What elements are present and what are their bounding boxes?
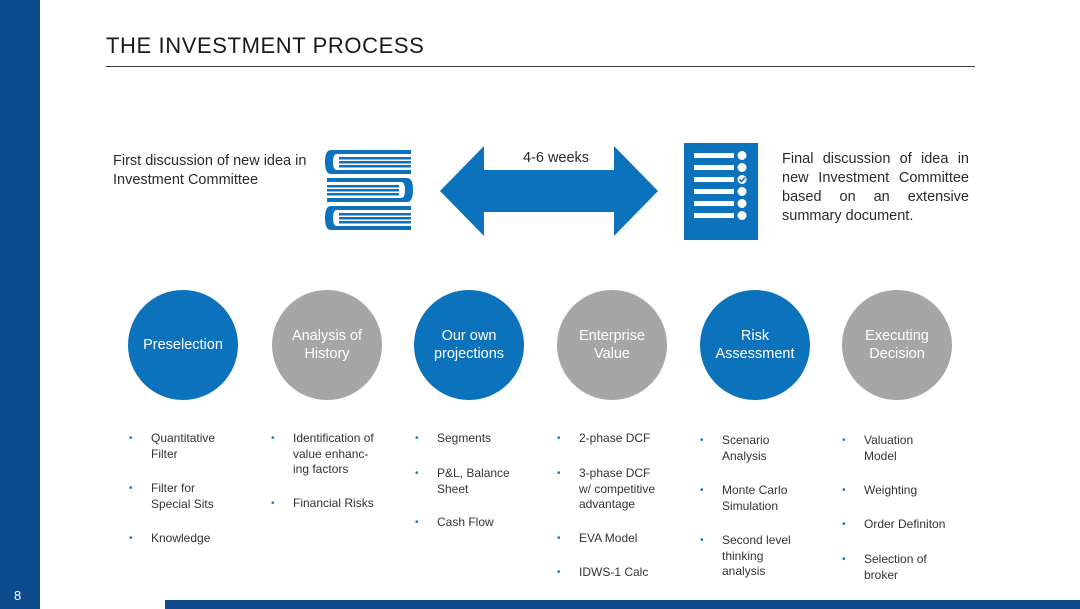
list-item: Knowledge	[129, 531, 261, 547]
step-executing-decision: Executing Decision	[842, 290, 952, 400]
title-divider	[106, 66, 975, 67]
duration-label: 4-6 weeks	[522, 150, 590, 166]
step-risk-assessment: Risk Assessment	[700, 290, 810, 400]
step-enterprise-value: Enterprise Value	[557, 290, 667, 400]
bottom-accent-bar	[165, 600, 1080, 609]
final-discussion-text: Final discussion of idea in new Investme…	[782, 151, 969, 224]
step-label: Our own projections	[433, 328, 505, 362]
step-label: Enterprise Value	[578, 328, 646, 362]
step-label: Preselection	[143, 337, 223, 353]
list-item: Scenario Analysis	[700, 433, 832, 464]
step-label: Risk Assessment	[715, 328, 795, 362]
list-item: Identification of value enhanc- ing fact…	[271, 431, 403, 478]
left-sidebar-bar: 8	[0, 0, 40, 609]
list-item: Quantitative Filter	[129, 431, 261, 462]
list-item: P&L, Balance Sheet	[415, 466, 547, 497]
page-title: THE INVESTMENT PROCESS	[106, 33, 425, 58]
list-item: Selection of broker	[842, 552, 974, 583]
first-discussion-text: First discussion of new idea in Investme…	[113, 153, 307, 188]
checklist-icon	[684, 143, 758, 240]
list-item: Valuation Model	[842, 433, 974, 464]
list-item: Order Definiton	[842, 517, 974, 533]
list-item: EVA Model	[557, 531, 689, 547]
double-arrow-icon	[440, 146, 658, 236]
list-item: Weighting	[842, 483, 974, 499]
list-item: Cash Flow	[415, 515, 547, 531]
step-preselection: Preselection	[128, 290, 238, 400]
step-label: Analysis of History	[291, 328, 363, 362]
list-item: Monte Carlo Simulation	[700, 483, 832, 514]
books-icon	[325, 150, 413, 230]
step-our-own-projections: Our own projections	[414, 290, 524, 400]
list-item: Filter for Special Sits	[129, 481, 261, 512]
list-item: 2-phase DCF	[557, 431, 689, 447]
list-item: 3-phase DCF w/ competitive advantage	[557, 466, 689, 513]
list-item: IDWS-1 Calc	[557, 565, 689, 581]
page-number: 8	[14, 588, 22, 603]
step-label: Executing Decision	[865, 328, 929, 362]
list-item: Financial Risks	[271, 496, 403, 512]
list-item: Segments	[415, 431, 547, 447]
list-item: Second level thinking analysis	[700, 533, 832, 580]
step-analysis-of-history: Analysis of History	[272, 290, 382, 400]
